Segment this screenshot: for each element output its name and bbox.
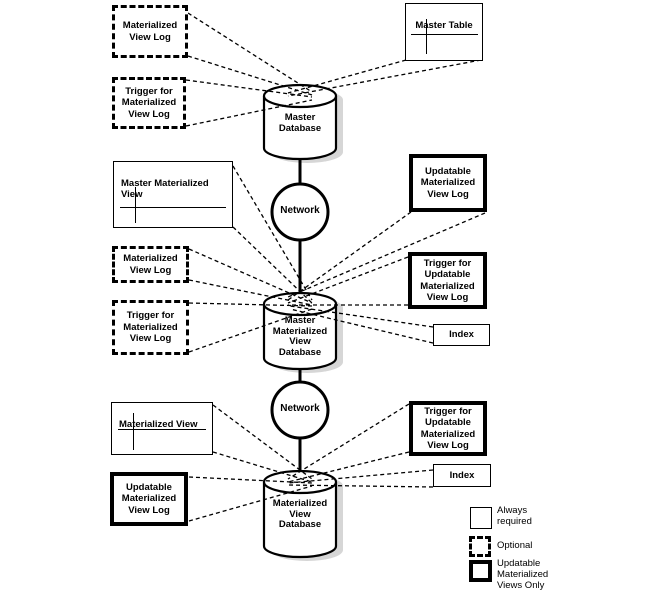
master-mv-database-label: Master Materialized View Database [272,315,328,358]
box-materialized-view: Materialized View [111,402,213,455]
table-glyph-vline [133,413,134,450]
link-triggerumvl-mmvdb-a [287,256,409,304]
mv-database-label: Materialized View Database [272,498,328,530]
network-circle-top [270,182,330,242]
box-trigger-updatable-mv-log-mid: Trigger for Updatable Materialized View … [408,252,487,309]
box-trigger-materialized-view-log-mid: Trigger for Materialized View Log [112,300,189,355]
link-umvl-mmvdb-b [287,212,486,298]
link-trigger-masterdb-b [185,99,313,127]
box-master-materialized-view: Master Materialized View [113,161,233,228]
legend-optional-label: Optional [497,540,533,551]
link-triggerbot-mvdb-a [287,403,410,480]
box-trigger-updatable-mv-log-bottom: Trigger for Updatable Materialized View … [409,401,487,456]
master-table-label: Master Table [415,19,473,31]
box-trigger-materialized-view-log-top: Trigger for Materialized View Log [112,77,186,129]
legend-always-required-label: Always required [497,505,532,527]
table-glyph-hline [120,207,226,208]
master-materialized-view-label: Master Materialized View [121,177,209,201]
link-trigger-masterdb-a [185,79,313,98]
materialized-view-label: Materialized View [119,418,198,430]
database-cylinders [262,83,338,559]
table-glyph-hline [411,34,478,35]
table-glyph-vline [426,19,427,54]
box-index-bottom: Index [433,464,491,487]
box-materialized-view-log-mid: Materialized View Log [112,246,189,283]
link-mv-mvdb-b [212,451,313,483]
master-database-cylinder [262,96,338,161]
network-top-label: Network [280,205,320,216]
legend-updatable-swatch [469,560,492,582]
link-mvlog-masterdb-b [187,55,313,96]
link-mvlogmid-mmvdb-a [188,248,313,304]
link-index-mmvdb-a [289,305,434,328]
table-glyph-hline [118,429,206,430]
link-mvlog-masterdb-a [187,12,313,93]
legend-always-required-swatch [470,507,492,529]
link-umvlbot-mvdb-b [188,485,313,522]
master-database-label: Master Database [278,112,322,134]
table-glyph-vline [135,187,136,223]
link-indexbot-mvdb-a [287,469,434,484]
link-mmv-mmvdb-b [232,226,313,304]
link-mastertable-masterdb-b [287,59,482,97]
link-triggermid-mmvdb-b [188,308,313,353]
master-mv-database-cylinder [262,304,338,371]
network-bottom-label: Network [280,403,320,414]
network-circles [270,182,330,440]
box-materialized-view-log-top: Materialized View Log [112,5,188,58]
link-umvl-mmvdb-a [287,211,412,301]
box-updatable-mv-log-right: Updatable Materialized View Log [409,154,487,212]
link-indexbot-mvdb-b [287,484,434,488]
link-mmv-mmvdb-a [232,165,313,301]
network-circle-bottom [270,380,330,440]
legend-optional-swatch [469,536,491,557]
box-index-mid: Index [433,324,490,346]
legend-updatable-label: Updatable Materialized Views Only [497,558,549,591]
dashed-connectors [185,12,486,522]
link-index-mmvdb-b [289,308,434,344]
box-updatable-mv-log-bottom: Updatable Materialized View Log [110,472,188,526]
mv-database-cylinder [262,482,338,559]
box-master-table: Master Table [405,3,483,61]
